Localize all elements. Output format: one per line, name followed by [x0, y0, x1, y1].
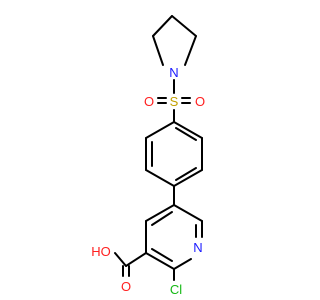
atom-label-n-pyridine: N — [193, 240, 202, 255]
pyridine-ring — [145, 204, 203, 270]
bond — [145, 121, 175, 139]
bond — [175, 127, 197, 141]
bond — [152, 15, 173, 37]
atom-label-o-carbonyl: O — [121, 279, 131, 294]
molecule-canvas: N S O O N Cl O HO — [91, 15, 205, 297]
structure-diagram: N S O O N Cl O HO — [91, 15, 205, 297]
bond — [152, 35, 164, 66]
atom-label-o-sulfonyl-right: O — [195, 94, 205, 109]
phenyl-ring — [145, 121, 203, 187]
bond — [173, 169, 203, 187]
atom-label-ho-hydroxyl: HO — [91, 244, 111, 259]
bond — [145, 204, 175, 222]
bond — [151, 211, 173, 226]
bond — [173, 204, 203, 222]
bond — [114, 252, 127, 267]
bond — [175, 167, 197, 181]
atom-label-o-sulfonyl-left: O — [144, 94, 154, 109]
bond — [173, 258, 192, 270]
bond — [171, 15, 197, 37]
atom-label-cl: Cl — [170, 282, 182, 297]
bond — [145, 169, 175, 187]
bond — [145, 252, 175, 270]
bond — [173, 121, 203, 139]
bond — [151, 248, 173, 262]
bond — [125, 252, 147, 267]
bond — [184, 35, 197, 66]
atom-label-n-pyrrolidine: N — [169, 65, 178, 80]
pyrrolidine-ring — [152, 15, 197, 66]
sulfonyl-group — [157, 79, 191, 123]
carboxylic-acid-group — [114, 252, 147, 277]
atom-label-s-sulfonyl: S — [170, 94, 179, 109]
